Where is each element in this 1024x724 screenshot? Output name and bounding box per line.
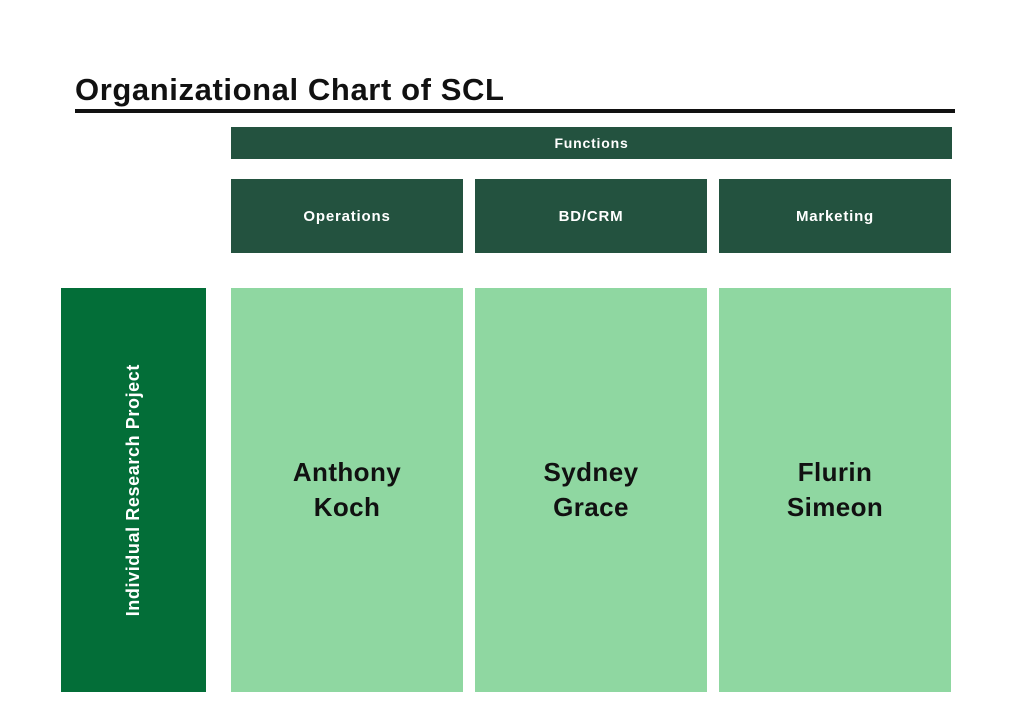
member-name: Anthony Koch: [293, 455, 401, 525]
member-name: Flurin Simeon: [787, 455, 883, 525]
column-header-label: BD/CRM: [558, 207, 624, 225]
member-last-name: Grace: [553, 492, 629, 522]
column-header-label: Marketing: [795, 207, 875, 225]
member-first-name: Flurin: [797, 457, 873, 487]
column-header-bd-crm: BD/CRM: [475, 179, 707, 253]
functions-header-bar: Functions: [231, 127, 952, 159]
column-header-marketing: Marketing: [719, 179, 951, 253]
row-label-text: Individual Research Project: [123, 363, 143, 617]
title-underline: [75, 109, 955, 113]
member-first-name: Anthony: [292, 457, 402, 487]
member-last-name: Koch: [313, 492, 381, 522]
member-cell-bd-crm: Sydney Grace: [475, 288, 707, 692]
member-cell-operations: Anthony Koch: [231, 288, 463, 692]
page-title: Organizational Chart of SCL: [75, 72, 505, 107]
column-header-label: Operations: [303, 207, 391, 225]
row-label-individual-research-project: Individual Research Project: [61, 288, 206, 692]
member-last-name: Simeon: [786, 492, 884, 522]
member-cell-marketing: Flurin Simeon: [719, 288, 951, 692]
member-first-name: Sydney: [543, 457, 639, 487]
functions-header-label: Functions: [554, 135, 629, 151]
column-header-operations: Operations: [231, 179, 463, 253]
member-name: Sydney Grace: [544, 455, 639, 525]
